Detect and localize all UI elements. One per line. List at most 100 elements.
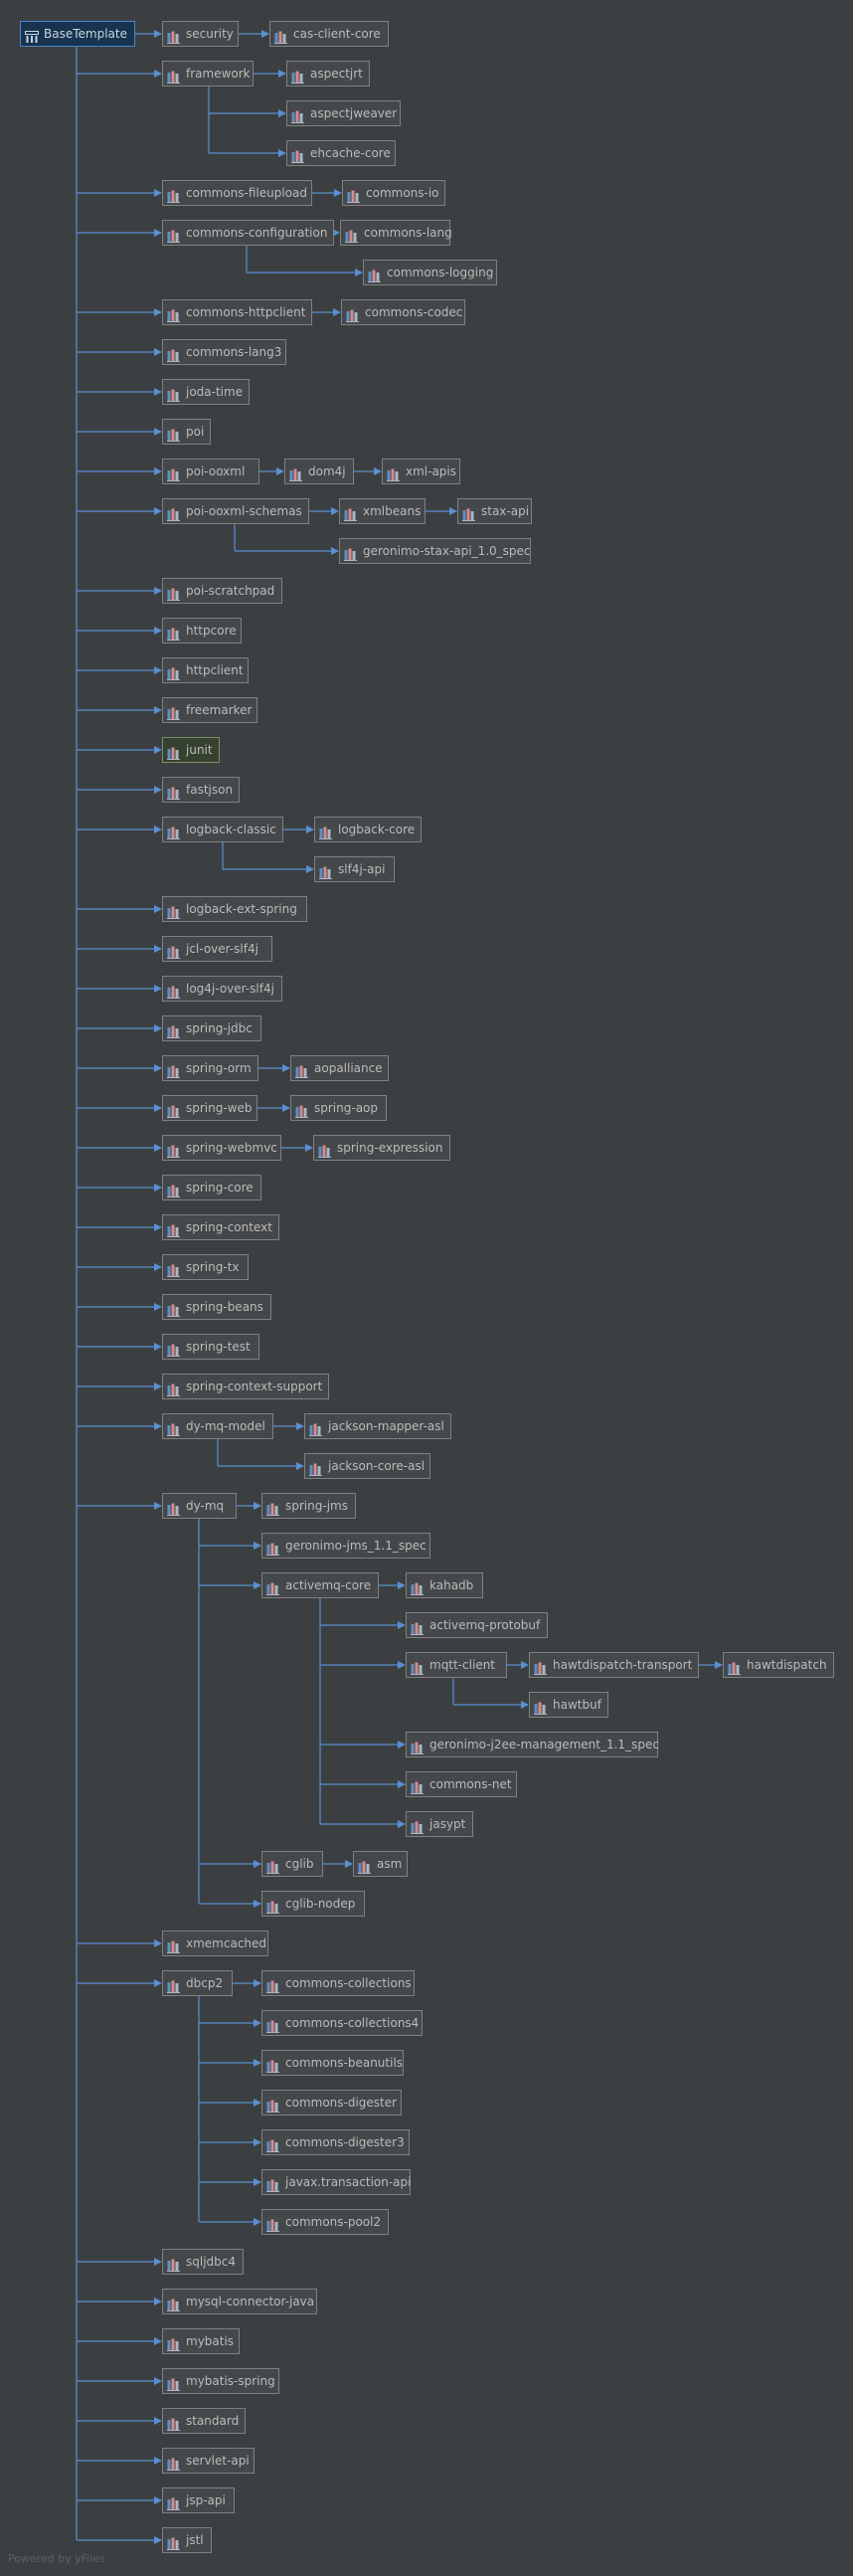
- dependency-node-commons-configuration[interactable]: commons-configuration: [162, 220, 334, 246]
- dependency-node-sqljdbc4[interactable]: sqljdbc4: [162, 2249, 244, 2275]
- dependency-node-poi-scratchpad[interactable]: poi-scratchpad: [162, 578, 282, 604]
- dependency-node-commons-digester[interactable]: commons-digester: [261, 2090, 402, 2116]
- dependency-node-stax-api[interactable]: stax-api: [457, 498, 532, 524]
- dependency-node-ehcache-core[interactable]: ehcache-core: [286, 140, 396, 166]
- node-label: mybatis: [186, 2334, 235, 2348]
- dependency-node-spring-jms[interactable]: spring-jms: [261, 1493, 356, 1519]
- dependency-node-commons-digester3[interactable]: commons-digester3: [261, 2129, 410, 2155]
- dependency-node-commons-beanutils[interactable]: commons-beanutils: [261, 2050, 404, 2076]
- dependency-node-junit[interactable]: junit: [162, 737, 220, 763]
- dependency-node-activemq-core[interactable]: activemq-core: [261, 1572, 379, 1598]
- dependency-node-hawtdispatch[interactable]: hawtdispatch: [723, 1652, 834, 1678]
- dependency-node-poi-ooxml-schemas[interactable]: poi-ooxml-schemas: [162, 498, 309, 524]
- dependency-node-cglib[interactable]: cglib: [261, 1851, 323, 1877]
- dependency-node-spring-orm[interactable]: spring-orm: [162, 1055, 258, 1081]
- dependency-node-commons-lang3[interactable]: commons-lang3: [162, 339, 286, 365]
- dependency-node-spring-web[interactable]: spring-web: [162, 1095, 257, 1121]
- node-label: commons-digester3: [285, 2135, 405, 2149]
- dependency-node-spring-context-support[interactable]: spring-context-support: [162, 1374, 329, 1399]
- dependency-node-asm[interactable]: asm: [353, 1851, 408, 1877]
- dependency-node-jackson-mapper-asl[interactable]: jackson-mapper-asl: [304, 1413, 451, 1439]
- dependency-node-dy-mq-model[interactable]: dy-mq-model: [162, 1413, 273, 1439]
- library-icon: [167, 1102, 181, 1118]
- dependency-node-aspectjweaver[interactable]: aspectjweaver: [286, 100, 401, 126]
- dependency-node-xml-apis[interactable]: xml-apis: [382, 459, 460, 484]
- dependency-node-spring-beans[interactable]: spring-beans: [162, 1294, 271, 1320]
- dependency-node-jsp-api[interactable]: jsp-api: [162, 2487, 235, 2513]
- node-label: sqljdbc4: [186, 2255, 237, 2269]
- dependency-node-commons-collections[interactable]: commons-collections: [261, 1970, 415, 1996]
- node-label: commons-io: [366, 186, 439, 200]
- dependency-node-standard[interactable]: standard: [162, 2408, 246, 2434]
- dependency-node-kahadb[interactable]: kahadb: [406, 1572, 483, 1598]
- dependency-node-commons-fileupload[interactable]: commons-fileupload: [162, 180, 312, 206]
- dependency-node-security[interactable]: security: [162, 21, 239, 47]
- dependency-node-logback-core[interactable]: logback-core: [314, 817, 422, 842]
- dependency-node-spring-expression[interactable]: spring-expression: [313, 1135, 450, 1161]
- dependency-node-commons-logging[interactable]: commons-logging: [363, 260, 497, 285]
- dependency-node-mybatis-spring[interactable]: mybatis-spring: [162, 2368, 279, 2394]
- dependency-node-aopalliance[interactable]: aopalliance: [290, 1055, 389, 1081]
- dependency-node-logback-classic[interactable]: logback-classic: [162, 817, 283, 842]
- dependency-node-dbcp2[interactable]: dbcp2: [162, 1970, 233, 1996]
- dependency-node-commons-lang[interactable]: commons-lang: [340, 220, 452, 246]
- dependency-node-aspectjrt[interactable]: aspectjrt: [286, 61, 370, 87]
- dependency-node-spring-core[interactable]: spring-core: [162, 1175, 261, 1200]
- dependency-node-mybatis[interactable]: mybatis: [162, 2328, 240, 2354]
- dependency-node-commons-io[interactable]: commons-io: [342, 180, 445, 206]
- library-icon: [167, 585, 181, 601]
- dependency-node-servlet-api[interactable]: servlet-api: [162, 2448, 255, 2474]
- dependency-node-log4j-over-slf4j[interactable]: log4j-over-slf4j: [162, 976, 282, 1002]
- dependency-node-freemarker[interactable]: freemarker: [162, 697, 257, 723]
- library-icon: [289, 465, 303, 481]
- dependency-node-spring-jdbc[interactable]: spring-jdbc: [162, 1015, 261, 1041]
- dependency-node-commons-collections4[interactable]: commons-collections4: [261, 2010, 423, 2036]
- dependency-node-poi-ooxml[interactable]: poi-ooxml: [162, 459, 259, 484]
- dependency-node-commons-httpclient[interactable]: commons-httpclient: [162, 299, 312, 325]
- dependency-node-jstl[interactable]: jstl: [162, 2527, 212, 2553]
- node-label: mqtt-client: [429, 1658, 496, 1672]
- dependency-node-jasypt[interactable]: jasypt: [406, 1811, 473, 1837]
- library-icon: [167, 1301, 181, 1317]
- dependency-node-cglib-nodep[interactable]: cglib-nodep: [261, 1891, 365, 1917]
- dependency-node-httpcore[interactable]: httpcore: [162, 618, 242, 644]
- node-label: aspectjweaver: [310, 106, 398, 120]
- dependency-node-commons-net[interactable]: commons-net: [406, 1771, 517, 1797]
- dependency-node-spring-test[interactable]: spring-test: [162, 1334, 259, 1360]
- dependency-node-mysql-connector-java[interactable]: mysql-connector-java: [162, 2289, 317, 2314]
- dependency-node-jcl-over-slf4j[interactable]: jcl-over-slf4j: [162, 936, 272, 962]
- dependency-node-slf4j-api[interactable]: slf4j-api: [314, 856, 395, 882]
- dependency-node-mqtt-client[interactable]: mqtt-client: [406, 1652, 507, 1678]
- dependency-node-httpclient[interactable]: httpclient: [162, 657, 249, 683]
- dependency-node-framework[interactable]: framework: [162, 61, 254, 87]
- dependency-node-geronimo-j2ee[interactable]: geronimo-j2ee-management_1.1_spec: [406, 1732, 659, 1757]
- dependency-node-commons-codec[interactable]: commons-codec: [341, 299, 465, 325]
- dependency-node-spring-context[interactable]: spring-context: [162, 1214, 279, 1240]
- node-label: spring-orm: [186, 1061, 252, 1075]
- library-icon: [167, 306, 181, 322]
- dependency-node-dom4j[interactable]: dom4j: [284, 459, 354, 484]
- dependency-node-spring-webmvc[interactable]: spring-webmvc: [162, 1135, 281, 1161]
- dependency-node-javax-transaction-api[interactable]: javax.transaction-api: [261, 2169, 411, 2195]
- dependency-node-logback-ext-spring[interactable]: logback-ext-spring: [162, 896, 307, 922]
- dependency-node-geronimo-jms[interactable]: geronimo-jms_1.1_spec: [261, 1533, 430, 1559]
- dependency-node-dy-mq[interactable]: dy-mq: [162, 1493, 237, 1519]
- root-module-node[interactable]: BaseTemplate: [20, 21, 135, 47]
- dependency-node-poi[interactable]: poi: [162, 419, 211, 445]
- dependency-node-joda-time[interactable]: joda-time: [162, 379, 250, 405]
- node-label: spring-expression: [337, 1141, 443, 1155]
- dependency-node-jackson-core-asl[interactable]: jackson-core-asl: [304, 1453, 430, 1479]
- dependency-node-xmlbeans[interactable]: xmlbeans: [339, 498, 426, 524]
- dependency-node-hawtdispatch-transport[interactable]: hawtdispatch-transport: [529, 1652, 699, 1678]
- dependency-node-spring-tx[interactable]: spring-tx: [162, 1254, 249, 1280]
- dependency-node-commons-pool2[interactable]: commons-pool2: [261, 2209, 389, 2235]
- dependency-node-spring-aop[interactable]: spring-aop: [290, 1095, 387, 1121]
- dependency-node-hawtbuf[interactable]: hawtbuf: [529, 1692, 608, 1718]
- dependency-node-cas-client-core[interactable]: cas-client-core: [269, 21, 389, 47]
- node-label: standard: [186, 2414, 240, 2428]
- dependency-node-geronimo-stax-api[interactable]: geronimo-stax-api_1.0_spec: [339, 538, 531, 564]
- dependency-node-activemq-protobuf[interactable]: activemq-protobuf: [406, 1612, 548, 1638]
- dependency-node-fastjson[interactable]: fastjson: [162, 777, 240, 803]
- node-label: logback-core: [338, 823, 416, 836]
- dependency-node-xmemcached[interactable]: xmemcached: [162, 1931, 268, 1956]
